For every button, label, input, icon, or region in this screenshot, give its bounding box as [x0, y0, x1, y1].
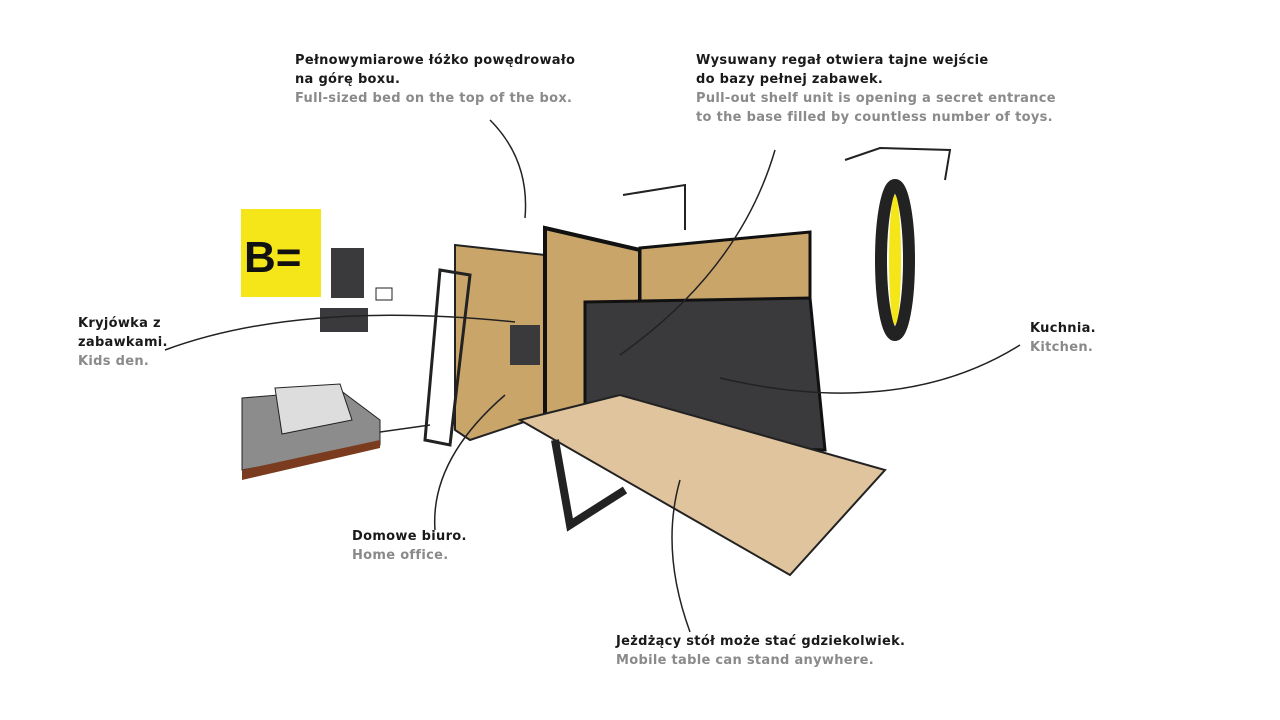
annotation-text: Full-sized bed on the top of the box.	[295, 91, 573, 106]
annotation-text: zabawkami.	[78, 335, 168, 350]
pointer-lines	[164, 119, 1021, 633]
wall-frame-small	[375, 287, 393, 301]
annotation-text: Kuchnia.	[1030, 321, 1096, 336]
annotation-text: Domowe biuro.	[352, 529, 467, 544]
wall-frame	[320, 308, 368, 332]
annotation-shelf: Wysuwany regał otwiera tajne wejście do b…	[696, 51, 1056, 127]
annotation-bed: Pełnowymiarowe łóżko powędrowało na górę …	[295, 51, 575, 108]
bicycle	[844, 146, 952, 341]
annotation-text: Home office.	[352, 548, 449, 563]
annotation-text: Pull-out shelf unit is opening a secret …	[696, 91, 1056, 106]
annotation-text: Pełnowymiarowe łóżko powędrowało	[295, 53, 576, 68]
annotation-text: to the base filled by countless number o…	[696, 110, 1053, 125]
annotation-text: Kryjówka z	[78, 316, 161, 331]
annotation-text: Kids den.	[78, 354, 150, 369]
sofa	[241, 383, 381, 480]
annotation-text: na górę boxu.	[295, 72, 401, 87]
logo-poster: B=	[241, 209, 321, 297]
annotation-mobile-table: Jeżdżący stół może stać gdziekolwiek. Mob…	[616, 632, 905, 670]
mobile-table	[517, 393, 887, 577]
wall-frame	[331, 248, 364, 298]
annotation-kitchen: Kuchnia. Kitchen.	[1030, 319, 1096, 357]
annotation-text: Mobile table can stand anywhere.	[616, 653, 874, 668]
annotation-kids-den: Kryjówka z zabawkami. Kids den.	[78, 314, 168, 371]
lamp	[622, 183, 686, 230]
annotation-text: Kitchen.	[1030, 340, 1094, 355]
annotation-text: do bazy pełnej zabawek.	[696, 72, 884, 87]
logo-text: B=	[244, 233, 301, 282]
annotation-home-office: Domowe biuro. Home office.	[352, 527, 467, 565]
annotation-text: Jeżdżący stół może stać gdziekolwiek.	[616, 634, 906, 649]
annotation-text: Wysuwany regał otwiera tajne wejście	[696, 53, 989, 68]
